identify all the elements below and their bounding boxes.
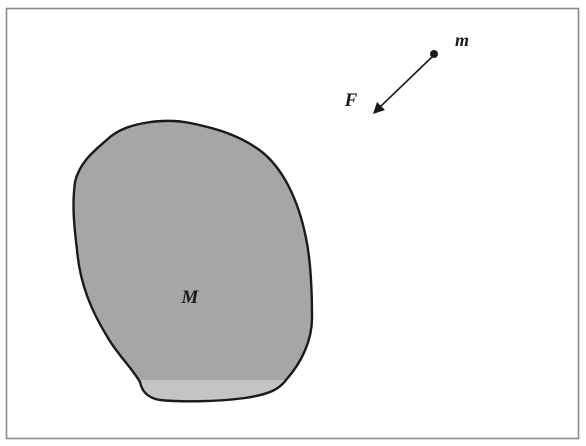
small-mass-point [430, 50, 438, 58]
large-mass-outline [72, 119, 314, 403]
small-mass-label: m [455, 30, 469, 50]
large-mass-fill [73, 120, 312, 402]
force-arrowhead-icon [373, 102, 385, 114]
force-label: F [344, 90, 358, 111]
large-mass-label: M [181, 287, 200, 308]
force-arrow-shaft [379, 56, 433, 108]
